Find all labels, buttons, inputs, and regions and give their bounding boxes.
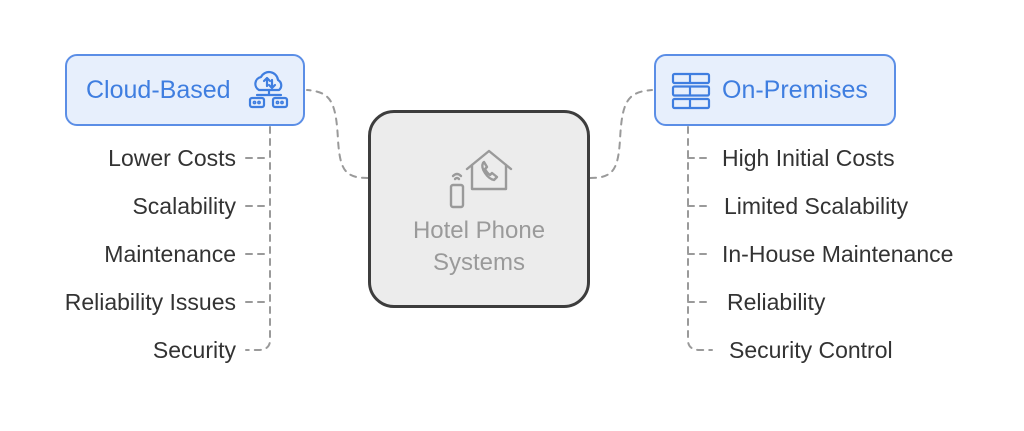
hotel-phone-icon <box>449 149 513 209</box>
category-label: On-Premises <box>722 75 868 104</box>
connector-center-right <box>589 89 653 179</box>
left-item: Scalability <box>132 193 236 219</box>
right-spine <box>687 126 713 351</box>
right-item: In-House Maintenance <box>722 241 954 267</box>
right-item: Security Control <box>729 337 893 363</box>
left-item: Reliability Issues <box>64 289 236 315</box>
left-item: Lower Costs <box>108 145 236 171</box>
category-on-premises: On-Premises <box>654 54 896 126</box>
category-cloud-based: Cloud-Based <box>65 54 305 126</box>
left-spine <box>245 126 271 351</box>
left-item: Security <box>152 337 236 363</box>
center-title: Hotel Phone Systems <box>412 217 546 276</box>
right-item: Limited Scalability <box>724 193 909 219</box>
right-item: Reliability <box>727 289 826 315</box>
category-label: Cloud-Based <box>86 75 231 104</box>
cloud-network-icon <box>248 70 289 109</box>
right-item: High Initial Costs <box>722 145 895 171</box>
server-stack-icon <box>671 72 711 110</box>
connector-center-left <box>306 89 369 179</box>
left-item: Maintenance <box>104 241 236 267</box>
center-node: Hotel Phone Systems <box>368 110 590 308</box>
